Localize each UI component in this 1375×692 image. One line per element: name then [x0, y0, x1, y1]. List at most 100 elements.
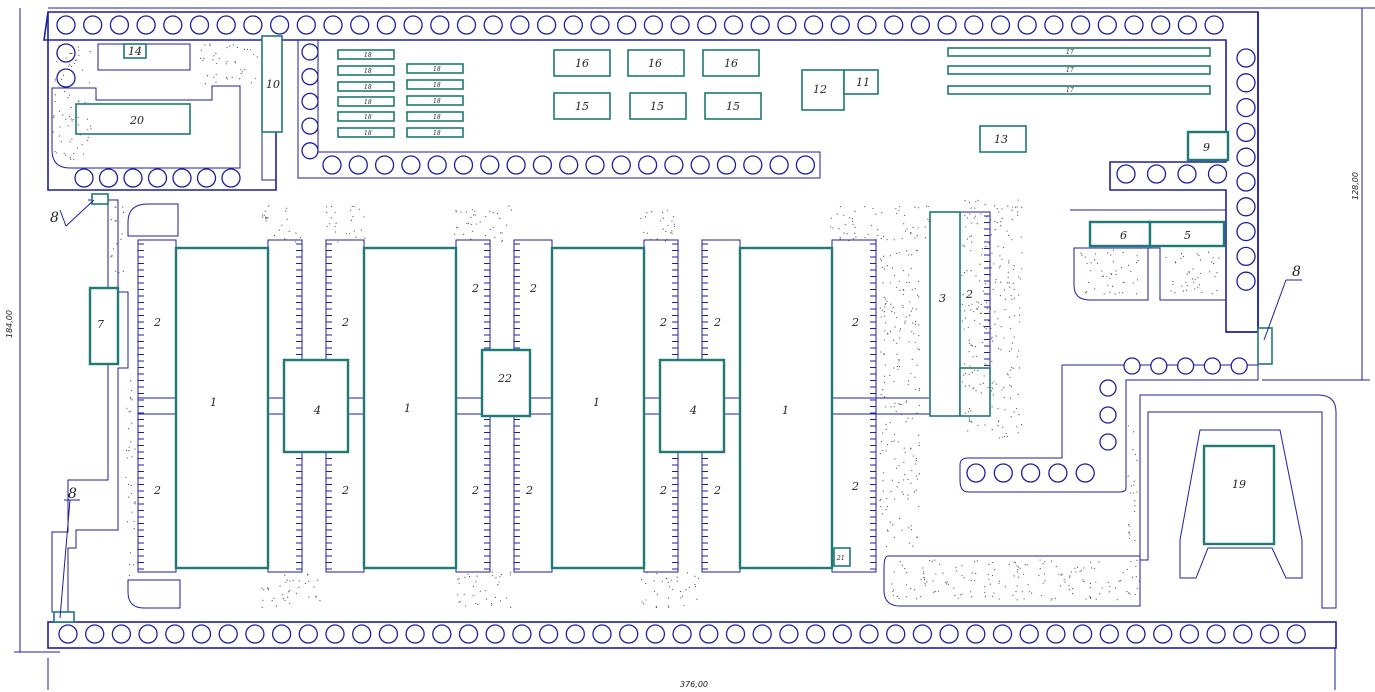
- gravel-speck: [973, 561, 976, 563]
- gravel-speck: [907, 498, 909, 500]
- gravel-speck: [71, 138, 73, 140]
- gravel-speck: [896, 252, 898, 255]
- gravel-speck: [999, 225, 1002, 227]
- gravel-speck: [998, 598, 1000, 600]
- gravel-speck: [974, 215, 976, 217]
- gravel-speck: [239, 78, 241, 80]
- gravel-speck: [131, 511, 133, 513]
- gravel-speck: [476, 575, 478, 577]
- gravel-speck: [680, 597, 682, 599]
- gravel-speck: [998, 437, 1001, 439]
- gravel-speck: [992, 288, 994, 290]
- gravel-speck: [1130, 485, 1133, 487]
- gravel-speck: [975, 415, 977, 417]
- gravel-speck: [979, 312, 982, 314]
- gravel-speck: [505, 224, 508, 226]
- tree-icon: [805, 624, 826, 644]
- gravel-speck: [1014, 206, 1016, 208]
- gravel-speck: [467, 222, 470, 225]
- gravel-speck: [58, 45, 60, 47]
- gravel-speck: [60, 78, 63, 80]
- gravel-speck: [903, 461, 905, 464]
- gravel-speck: [1079, 570, 1081, 573]
- gravel-speck: [63, 152, 65, 155]
- gravel-speck: [326, 211, 328, 214]
- gravel-speck: [879, 499, 881, 501]
- gravel-speck: [896, 212, 898, 215]
- gravel-speck: [915, 321, 917, 323]
- gravel-speck: [1209, 271, 1211, 273]
- gravel-speck: [650, 238, 652, 241]
- gravel-speck: [209, 43, 211, 45]
- gravel-speck: [994, 281, 997, 283]
- gravel-speck: [881, 309, 883, 311]
- gravel-speck: [830, 217, 832, 219]
- gravel-speck: [988, 563, 990, 565]
- gravel-speck: [1129, 593, 1131, 595]
- tree-icon: [1236, 122, 1256, 143]
- building-16a: [553, 49, 611, 77]
- gravel-speck: [918, 442, 920, 444]
- tree-icon: [723, 15, 744, 35]
- gravel-speck: [917, 227, 919, 229]
- gravel-speck: [213, 55, 215, 57]
- gravel-speck: [204, 83, 206, 85]
- gravel-speck: [1136, 559, 1138, 561]
- gravel-speck: [1197, 287, 1199, 289]
- gravel-speck: [70, 52, 72, 55]
- gravel-speck: [976, 301, 978, 303]
- gravel-speck: [492, 211, 494, 213]
- gravel-speck: [959, 594, 961, 596]
- gravel-speck: [88, 82, 91, 84]
- gravel-speck: [1136, 279, 1139, 281]
- tree-icon: [1126, 624, 1146, 644]
- gravel-speck: [982, 341, 984, 344]
- tree-icon: [138, 624, 158, 644]
- gravel-speck: [985, 328, 987, 330]
- gravel-speck: [492, 226, 494, 229]
- gravel-speck: [1128, 525, 1130, 527]
- tree-icon: [1020, 463, 1041, 483]
- gravel-speck: [970, 410, 972, 412]
- building-16b: [627, 49, 685, 77]
- gravel-speck: [961, 593, 963, 595]
- tree-icon: [271, 624, 292, 644]
- gravel-speck: [54, 78, 56, 80]
- gravel-speck: [1059, 585, 1062, 587]
- gravel-speck: [896, 353, 898, 355]
- gravel-speck: [883, 235, 885, 237]
- gravel-speck: [115, 270, 117, 272]
- tree-icon: [456, 15, 477, 35]
- gravel-speck: [206, 75, 209, 77]
- tree-icon: [350, 15, 370, 35]
- gravel-speck: [1038, 574, 1040, 577]
- gravel-speck: [839, 205, 842, 208]
- gravel-speck: [970, 596, 973, 598]
- gravel-speck: [116, 243, 118, 245]
- gravel-speck: [501, 232, 503, 234]
- gravel-speck: [1135, 565, 1137, 567]
- gravel-speck: [334, 225, 336, 227]
- gravel-speck: [934, 559, 936, 561]
- gravel-speck: [971, 345, 974, 347]
- tree-icon: [637, 155, 658, 175]
- gravel-speck: [80, 134, 82, 136]
- gravel-speck: [968, 420, 971, 423]
- gravel-speck: [980, 303, 982, 306]
- building-18-label: 18: [364, 114, 372, 121]
- gravel-speck: [131, 422, 133, 424]
- gravel-speck: [914, 388, 917, 391]
- main-hall-1a-label: 1: [210, 396, 217, 409]
- tree-icon: [777, 15, 797, 35]
- gravel-speck: [63, 90, 66, 93]
- gravel-speck: [938, 563, 941, 565]
- gravel-speck: [1093, 259, 1096, 261]
- tree-icon: [56, 15, 76, 35]
- gravel-speck: [655, 605, 657, 608]
- gravel-speck: [1128, 537, 1131, 540]
- gravel-speck: [899, 330, 901, 332]
- dimension-lines: 376,00 184,00 128,00: [5, 7, 1375, 690]
- gravel-speck: [1010, 416, 1012, 418]
- gravel-speck: [839, 236, 841, 239]
- gravel-speck: [979, 280, 981, 282]
